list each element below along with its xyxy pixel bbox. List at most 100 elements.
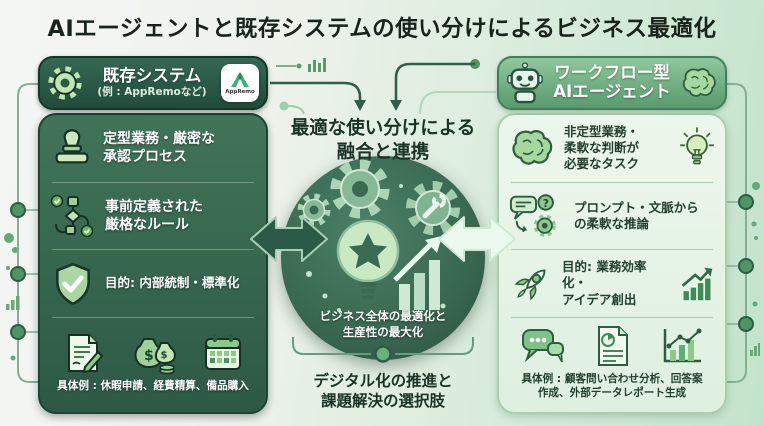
- feature-row: 定型業務・厳密な 承認プロセス: [40, 115, 266, 182]
- feature-row: 目的: 業務効率化・ アイデア創出: [499, 250, 725, 317]
- ai-agent-body: 非定型業務・ 柔軟な判断が 必要なタスク: [497, 113, 727, 414]
- growth-chart-icon: [681, 267, 713, 300]
- flowchart-check-icon: [50, 194, 94, 238]
- mini-bars-icon: [308, 58, 326, 72]
- gear-icon: [330, 159, 390, 219]
- page-title: AIエージェントと既存システムの使い分けによるビジネス最適化: [47, 16, 717, 42]
- bracket-right-edge: [724, 83, 760, 383]
- brain-icon: [512, 130, 553, 165]
- existing-system-title: 既存システム: [102, 66, 202, 86]
- double-arrow-right: [438, 216, 516, 262]
- stamp-icon: [55, 129, 89, 164]
- feature-line: 必要なタスク: [564, 156, 640, 172]
- feature-text: 事前定義された 厳格なルール: [105, 198, 203, 234]
- report-document-icon: [597, 325, 628, 366]
- center-title-line: 融合と連携: [336, 142, 430, 164]
- divider: [511, 249, 713, 251]
- feature-text: プロンプト・文脈から の柔軟な推論: [574, 200, 699, 233]
- sparkle-dots: [306, 184, 446, 312]
- feature-text: 非定型業務・ 柔軟な判断が 必要なタスク: [564, 124, 670, 173]
- gear-icon: [297, 193, 331, 227]
- document-pencil-icon: [67, 333, 103, 374]
- examples-icons: [520, 324, 705, 368]
- examples-text: 具体例 : 顧客問い合わせ分析、回答案 作成、外部データレポート生成: [521, 372, 702, 401]
- hub-text: ビジネス全体の最適化と 生産性の最大化: [281, 308, 485, 341]
- mini-bars-icon: [6, 296, 20, 310]
- appremo-logo-label: AppRemo: [225, 89, 255, 95]
- feature-line: 事前定義された: [105, 198, 203, 215]
- gear-wrench-icon: [406, 181, 460, 235]
- feature-row: 目的: 内部統制・標準化: [40, 250, 266, 317]
- feature-text: 目的: 業務効率化・ アイデア創出: [562, 259, 670, 308]
- feature-line: 承認プロセス: [103, 149, 187, 166]
- hub-illustration: [297, 159, 460, 312]
- feature-line: 柔軟な判断が: [564, 140, 640, 156]
- divider: [511, 316, 713, 318]
- lightbulb-icon: [679, 127, 715, 165]
- existing-system-subtitle: (例 : AppRemoなど): [97, 86, 207, 99]
- brain-icon: [682, 68, 716, 97]
- existing-system-body: 定型業務・厳密な 承認プロセス 事前定義された 厳: [38, 113, 268, 414]
- feature-row: 事前定義された 厳格なルール: [40, 183, 266, 250]
- bracket-left-edge: [4, 83, 40, 383]
- calendar-icon: [205, 333, 242, 370]
- feature-row: ? プロンプト・文脈から の柔軟な推論: [499, 183, 725, 250]
- bracket-bottom: [292, 337, 474, 363]
- feature-text: 定型業務・厳密な 承認プロセス: [103, 130, 215, 166]
- chat-bubbles-icon: [521, 328, 564, 363]
- feature-line: プロンプト・文脈から: [574, 199, 699, 215]
- feature-line: 目的: 業務効率化・: [562, 259, 647, 291]
- growth-chart-icon: [393, 236, 442, 310]
- feature-line: 目的: 内部統制・標準化: [105, 275, 240, 291]
- rocket-icon: [514, 269, 546, 301]
- question-glyph: ?: [543, 197, 549, 210]
- feature-line: 厳格なルール: [105, 216, 189, 233]
- robot-icon: [507, 62, 543, 104]
- examples-line: 具体例 : 休暇申請、経費精算、備品購入: [57, 379, 249, 392]
- bottom-caption: デジタル化の推進と 課題解決の選択肢: [270, 371, 496, 411]
- ai-agent-title-line2: AIエージェント: [553, 82, 671, 101]
- dollar-glyph: $: [160, 350, 167, 361]
- hub-text-line: ビジネス全体の最適化と: [319, 308, 447, 323]
- ai-agent-panel: ワークフロー型 AIエージェント 非定型業務・ 柔軟な判断が 必要なタスク: [497, 56, 727, 414]
- feature-row: 非定型業務・ 柔軟な判断が 必要なタスク: [499, 115, 725, 182]
- feature-line: 定型業務・厳密な: [103, 131, 215, 148]
- trend-chart-icon: [664, 328, 702, 362]
- ai-agent-header: ワークフロー型 AIエージェント: [497, 56, 727, 110]
- double-arrow-left: [250, 216, 328, 262]
- money-bags-icon: $ $: [134, 337, 176, 375]
- feature-line: アイデア創出: [562, 291, 637, 307]
- center-title-line: 最適な使い分けによる: [290, 118, 476, 139]
- appremo-logo-badge: AppRemo: [221, 64, 259, 102]
- shield-check-icon: [56, 262, 90, 305]
- gear-icon: [48, 66, 82, 100]
- examples-section: $ $: [40, 318, 266, 412]
- bottom-caption-line: デジタル化の推進と: [313, 372, 453, 390]
- divider: [511, 181, 713, 183]
- feature-line: の柔軟な推論: [574, 215, 650, 231]
- connector-lines-top: [270, 58, 496, 114]
- mini-bars-icon: [750, 343, 760, 356]
- center-title: 最適な使い分けによる 融合と連携: [270, 117, 496, 165]
- existing-system-header: 既存システム (例 : AppRemoなど) AppRemo: [38, 56, 268, 110]
- examples-line: 具体例 : 顧客問い合わせ分析、回答案: [521, 372, 703, 385]
- divider: [52, 316, 254, 318]
- divider: [52, 249, 254, 251]
- feature-line: 非定型業務・: [564, 123, 640, 139]
- existing-system-titles: 既存システム (例 : AppRemoなど): [89, 66, 215, 99]
- fusion-hub-circle: ビジネス全体の最適化と 生産性の最大化: [281, 156, 485, 360]
- ai-agent-title-line1: ワークフロー型: [554, 63, 670, 83]
- appremo-logo-icon: [231, 72, 249, 87]
- examples-text: 具体例 : 休暇申請、経費精算、備品購入: [57, 379, 249, 393]
- chat-question-gear-icon: ?: [509, 194, 556, 237]
- dollar-glyph: $: [144, 348, 154, 364]
- ai-agent-titles: ワークフロー型 AIエージェント: [550, 63, 674, 102]
- feature-text: 目的: 内部統制・標準化: [105, 275, 239, 291]
- examples-line: 作成、外部データレポート生成: [537, 386, 687, 399]
- examples-section: 具体例 : 顧客問い合わせ分析、回答案 作成、外部データレポート生成: [499, 318, 725, 412]
- divider: [52, 181, 254, 183]
- existing-system-panel: 既存システム (例 : AppRemoなど) AppRemo: [38, 56, 268, 414]
- bottom-caption-line: 課題解決の選択肢: [320, 392, 445, 411]
- examples-icons: $ $: [61, 331, 246, 375]
